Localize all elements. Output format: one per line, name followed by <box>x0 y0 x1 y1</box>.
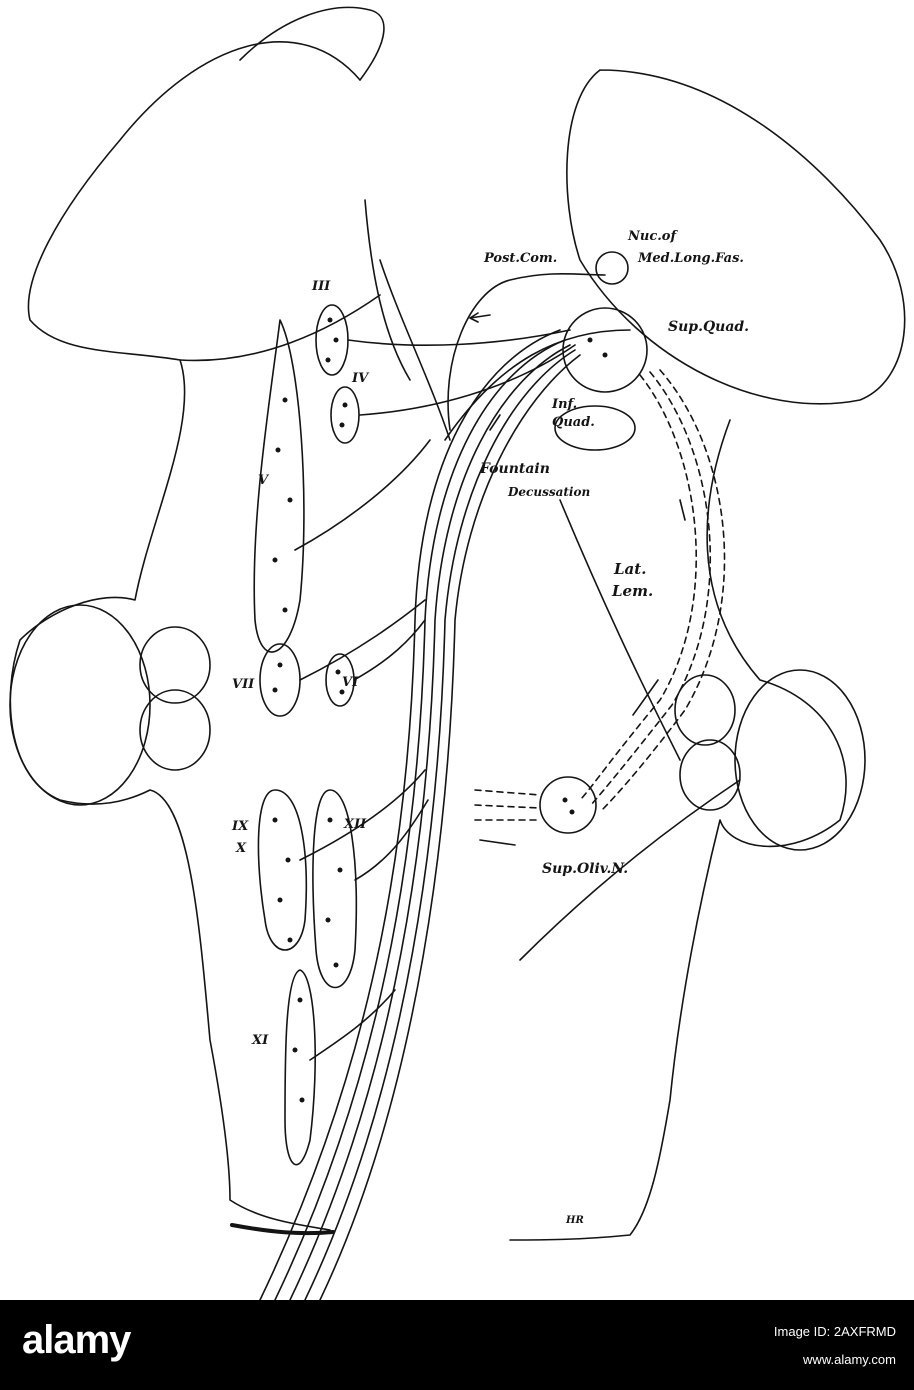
arrow-oliv <box>632 679 659 716</box>
label-sup-oliv-n: Sup.Oliv.N. <box>542 861 629 877</box>
sup-oliv-n-circle <box>539 776 597 834</box>
watermark-footer: alamy Image ID: 2AXFRMD www.alamy.com <box>0 1300 914 1390</box>
sup-quad-fiber <box>444 329 631 441</box>
label-inf: Inf. <box>552 397 578 412</box>
left-pons-lobe-2 <box>139 689 211 771</box>
label-nuc-of: Nuc.of <box>628 229 677 244</box>
left-cerebral-top <box>239 6 385 81</box>
label-lat: Lat. <box>614 560 647 578</box>
arrow-upper <box>469 312 491 323</box>
diagram-stage: Post.Com. Nuc.of Med.Long.Fas. Sup.Quad.… <box>9 6 906 1300</box>
left-pons-lobe <box>139 626 211 704</box>
nucleus-v-label: V <box>258 473 269 488</box>
nucleus-vii-oval <box>259 643 301 717</box>
brand-logo: alamy <box>22 1318 131 1362</box>
fiber-to-ix <box>299 769 426 861</box>
lat-lem-tract-2 <box>589 371 711 807</box>
nucleus-iv-label: IV <box>352 371 369 386</box>
arrow-incoming <box>479 839 516 846</box>
left-peduncle-inner <box>179 294 381 362</box>
label-fountain: Fountain <box>480 461 550 477</box>
lat-lem-tract-3 <box>599 369 726 813</box>
nucleus-iii-label: III <box>312 279 331 294</box>
brainstem-diagram <box>9 6 906 1300</box>
label-signature: HR <box>566 1215 584 1226</box>
lat-lem-tract-1 <box>579 374 697 801</box>
fiber-to-xii <box>354 799 429 881</box>
nucleus-iv-oval <box>330 386 360 444</box>
label-sup-quad: Sup.Quad. <box>668 319 750 335</box>
image-id-text: Image ID: 2AXFRMD <box>773 1324 896 1339</box>
arrow-lower <box>489 414 501 431</box>
fiber-bundle-2 <box>274 339 566 1300</box>
right-pons-lobe-2 <box>679 739 741 811</box>
oliv-lower-line <box>519 779 741 961</box>
right-pons-lobe <box>674 674 736 746</box>
nucleus-iii-oval <box>315 304 349 376</box>
fiber-to-xi <box>309 989 396 1061</box>
fiber-to-iv <box>359 344 576 416</box>
left-pons-bulge <box>9 604 151 806</box>
label-lem: Lem. <box>612 582 654 600</box>
nucleus-xii-label: XII <box>344 817 367 832</box>
midline-tract-2 <box>379 259 451 441</box>
left-brainstem-outline <box>9 41 361 1231</box>
nucleus-xi-oval <box>284 969 317 1166</box>
nucleus-x-label: X <box>236 841 247 856</box>
sup-quad-circle <box>562 307 648 393</box>
fiber-to-iii <box>347 329 571 346</box>
fiber-to-v <box>294 439 431 551</box>
nucleus-vii-label: VII <box>232 677 255 692</box>
arrow-lem <box>679 499 686 521</box>
fiber-bundle-1 <box>259 329 561 1300</box>
fiber-bundle-4 <box>304 349 576 1300</box>
decussation-line <box>559 499 681 761</box>
incoming-fiber-1 <box>474 789 541 796</box>
nucleus-xi-label: XI <box>252 1033 269 1048</box>
right-brainstem-outline <box>566 69 906 405</box>
nuc-med-long-fas-circle <box>595 251 629 285</box>
post-commissure-fiber <box>447 272 606 431</box>
fiber-bundle-5 <box>319 354 581 1300</box>
nuclei-stipple <box>272 317 608 1103</box>
incoming-fiber-2 <box>474 804 541 809</box>
nucleus-ix-x-oval <box>257 789 308 951</box>
fiber-bundle-3 <box>289 344 571 1300</box>
nucleus-v-oval <box>253 319 305 653</box>
site-url-text: www.alamy.com <box>803 1352 896 1367</box>
nucleus-ix-label: IX <box>232 819 249 834</box>
label-quad: Quad. <box>552 415 595 430</box>
nucleus-vi-label: VI <box>342 675 359 690</box>
label-med-long-fas: Med.Long.Fas. <box>638 251 744 266</box>
fiber-to-vi <box>353 619 426 681</box>
right-brainstem-lower <box>509 419 847 1241</box>
cord-ring <box>230 1223 335 1236</box>
label-decussation: Decussation <box>508 485 591 499</box>
right-pons-bulge <box>734 669 866 851</box>
label-post-com: Post.Com. <box>484 251 558 266</box>
fiber-to-vii <box>299 599 426 681</box>
midline-tract-1 <box>364 199 411 381</box>
inf-quad-shape <box>554 405 636 451</box>
